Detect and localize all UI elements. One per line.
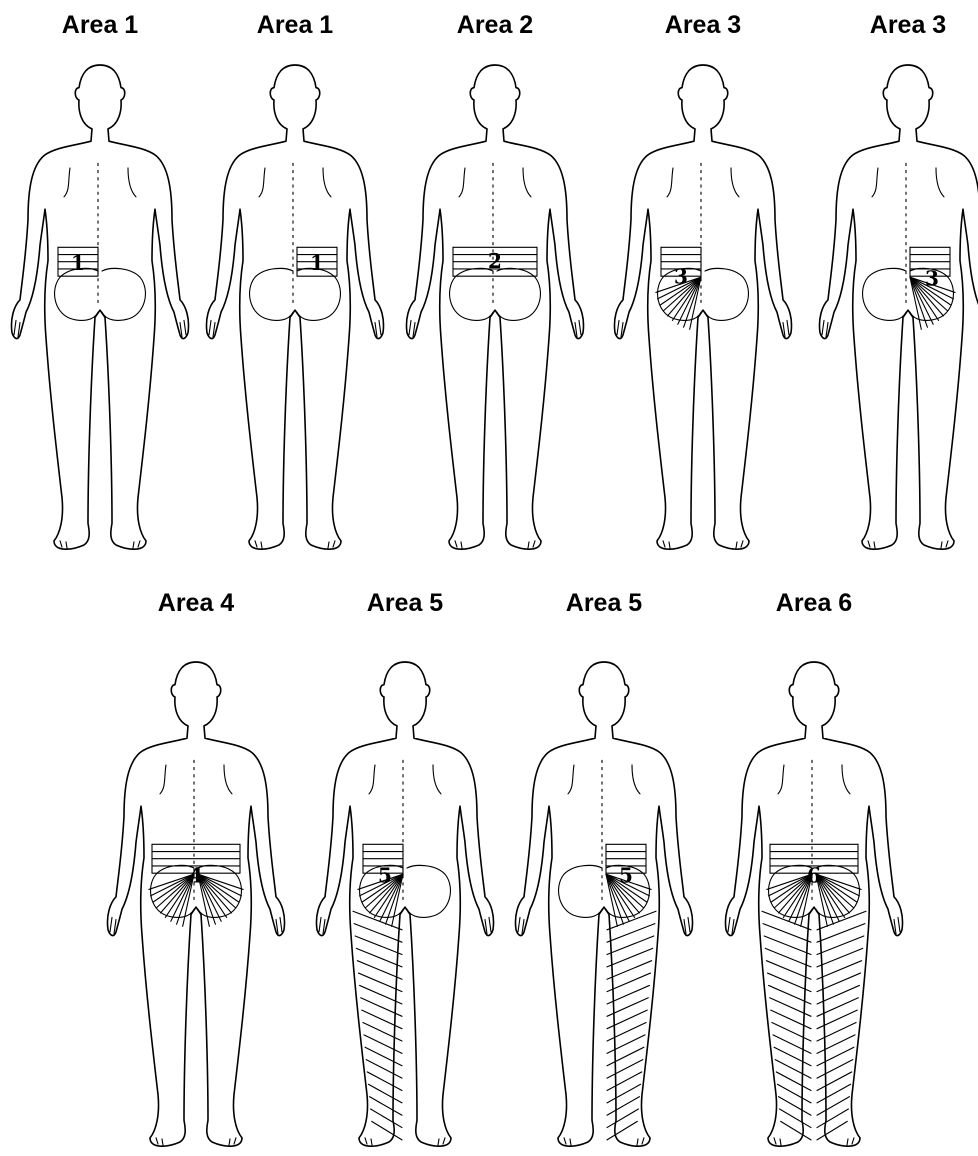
finger-lines bbox=[728, 917, 900, 933]
shaded-leg-right bbox=[817, 911, 866, 1140]
shoulder-blade-left bbox=[778, 765, 784, 794]
shoulder-blade-right bbox=[842, 765, 850, 794]
body-figure-group: 6 bbox=[725, 662, 902, 1146]
shaded-leg-left bbox=[762, 911, 811, 1140]
shaded-buttock-right bbox=[816, 874, 861, 926]
shaded-buttock-left bbox=[767, 874, 812, 926]
toe-lines bbox=[774, 1138, 854, 1145]
body-outline bbox=[725, 662, 902, 1146]
area-number: 6 bbox=[807, 863, 821, 887]
